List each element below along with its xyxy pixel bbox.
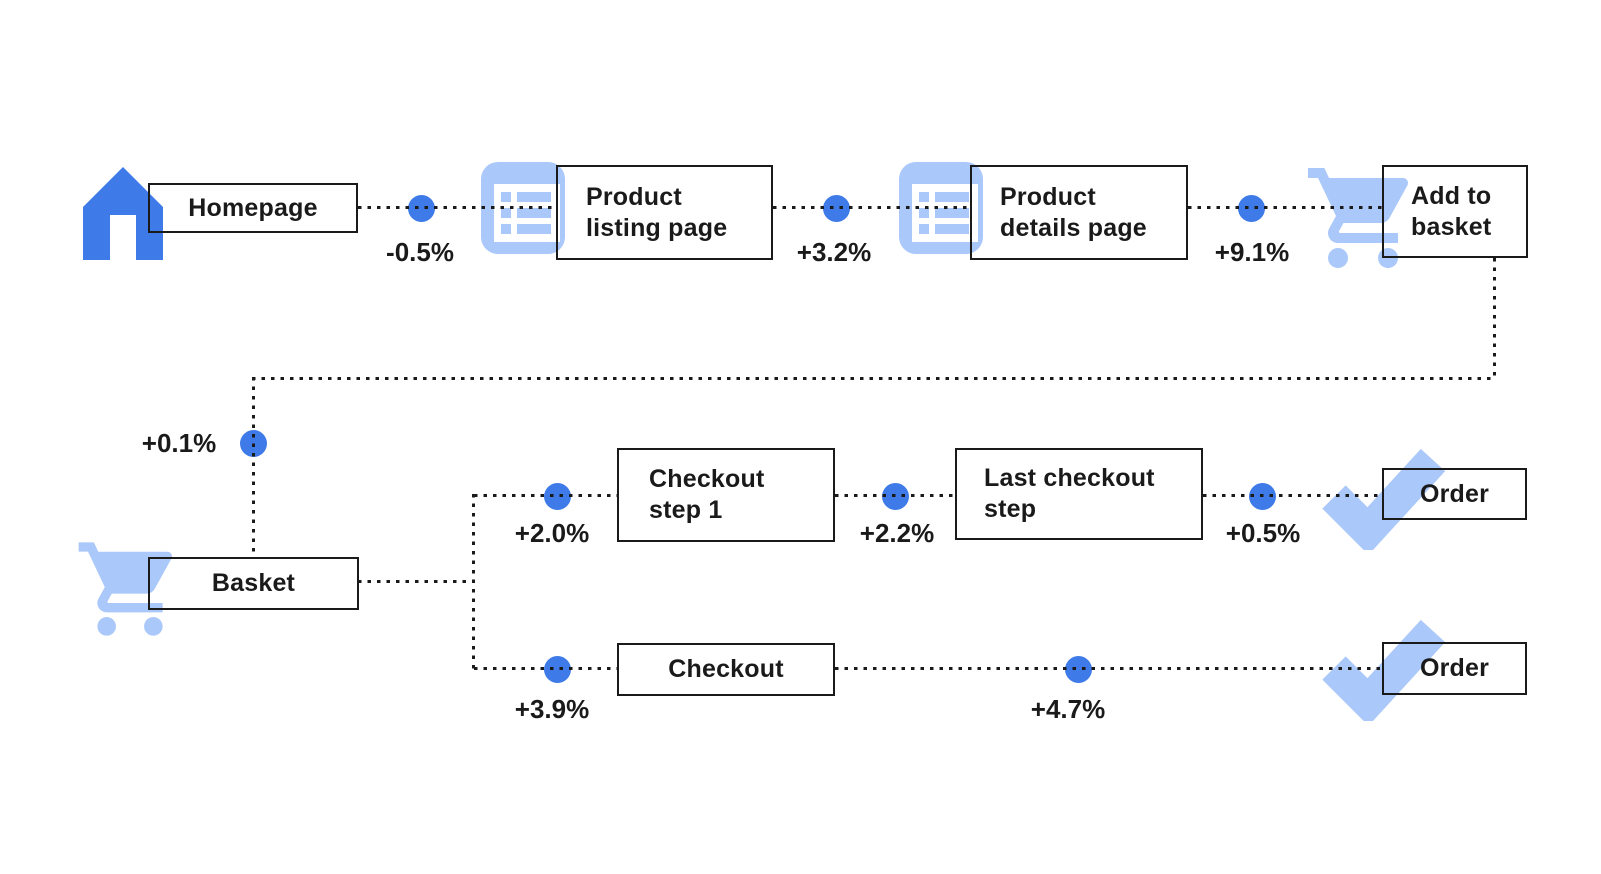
delta-basket-to-checkout-step1: +2.0% xyxy=(514,518,590,548)
node-homepage: Homepage xyxy=(148,183,358,233)
edge-homepage-to-listing xyxy=(358,206,556,209)
node-last-checkout-step: Last checkout step xyxy=(955,448,1203,540)
node-product-details-page: Product details page xyxy=(970,165,1188,260)
node-add-to-basket: Add to basket xyxy=(1382,165,1528,258)
edge-add-to-basket-horizontal xyxy=(252,377,1495,380)
check-icon xyxy=(1322,619,1446,721)
delta-checkout-to-order: +4.7% xyxy=(1030,694,1106,724)
node-product-listing-page: Product listing page xyxy=(556,165,773,260)
delta-add-to-basket: +0.1% xyxy=(141,428,217,458)
edge-basket-to-branch xyxy=(358,580,474,583)
delta-listing-to-details: +3.2% xyxy=(796,237,872,267)
edge-details-to-add xyxy=(1188,206,1382,209)
edge-checkout-to-order xyxy=(835,667,1382,670)
edge-branch-vertical xyxy=(472,494,475,670)
edge-listing-to-details xyxy=(773,206,970,209)
node-order-bottom: Order xyxy=(1382,642,1527,695)
edge-down-to-basket xyxy=(252,377,255,558)
delta-last-to-order: +0.5% xyxy=(1225,518,1301,548)
delta-details-to-add: +9.1% xyxy=(1214,237,1290,267)
node-order-top: Order xyxy=(1382,468,1527,520)
edge-add-down xyxy=(1493,258,1496,378)
node-basket: Basket xyxy=(148,557,359,610)
edge-branch-to-checkout-step1 xyxy=(474,494,617,497)
check-icon xyxy=(1322,448,1446,550)
home-icon xyxy=(83,167,163,260)
delta-checkout-step1-to-last: +2.2% xyxy=(859,518,935,548)
delta-homepage-to-listing: -0.5% xyxy=(386,237,454,267)
edge-branch-to-checkout xyxy=(474,667,617,670)
node-checkout-step-1: Checkout step 1 xyxy=(617,448,835,542)
delta-basket-to-checkout: +3.9% xyxy=(514,694,590,724)
node-checkout: Checkout xyxy=(617,643,835,696)
edge-last-to-order xyxy=(1203,494,1382,497)
edge-checkout-step1-to-last xyxy=(835,494,955,497)
